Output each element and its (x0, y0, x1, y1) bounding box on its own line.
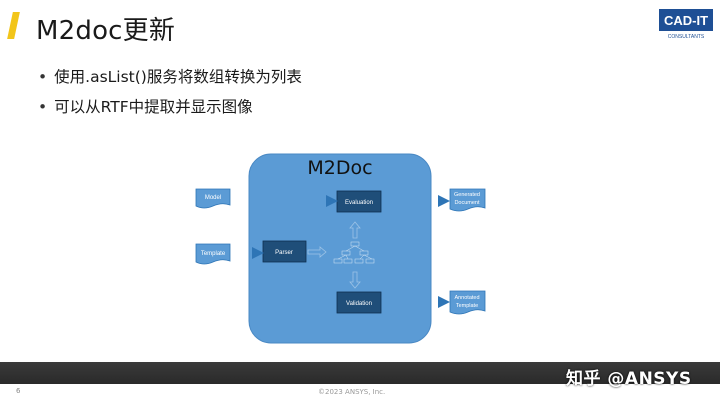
footer-strip (0, 384, 720, 405)
page-number: 6 (16, 387, 21, 395)
bullet-item: 可以从RTF中提取并显示图像 (38, 96, 302, 118)
svg-text:CAD-IT: CAD-IT (664, 13, 708, 28)
generated-document-shape: Generated Document (449, 188, 486, 212)
cad-it-logo: CAD-IT CONSULTANTS (657, 5, 715, 43)
slide-title: M2doc更新 (36, 16, 176, 46)
svg-text:Generated: Generated (454, 192, 480, 198)
svg-text:Template: Template (456, 303, 478, 309)
watermark: 知乎 @ANSYS (566, 369, 692, 389)
model-document-shape: Model (195, 188, 231, 209)
evaluation-step: Evaluation (336, 190, 382, 213)
svg-text:Template: Template (201, 251, 226, 257)
parser-to-ast-arrow (307, 246, 327, 258)
m2doc-diagram: M2Doc Model Template Generated Document … (195, 153, 486, 344)
svg-text:Model: Model (205, 195, 221, 201)
bullet-list: 使用.asList()服务将数组转换为列表 可以从RTF中提取并显示图像 (38, 66, 302, 126)
annotated-template-shape: Annotated Template (449, 290, 486, 315)
svg-text:Validation: Validation (346, 301, 372, 307)
ast-tree (333, 241, 375, 264)
copyright-text: ©2023 ANSYS, Inc. (318, 388, 386, 396)
svg-text:Parser: Parser (275, 250, 293, 256)
template-document-shape: Template (195, 243, 231, 265)
svg-text:Document: Document (454, 200, 480, 206)
svg-text:Evaluation: Evaluation (345, 200, 373, 206)
bullet-item: 使用.asList()服务将数组转换为列表 (38, 66, 302, 88)
ast-to-validation-arrow (349, 271, 361, 289)
svg-text:Annotated: Annotated (454, 295, 479, 301)
title-accent-bar (7, 12, 20, 39)
footer-bar (0, 362, 720, 384)
svg-text:CONSULTANTS: CONSULTANTS (668, 34, 705, 40)
ast-to-evaluation-arrow (349, 221, 361, 239)
validation-step: Validation (336, 291, 382, 314)
parser-step: Parser (262, 240, 307, 263)
m2doc-title: M2Doc (307, 157, 372, 179)
